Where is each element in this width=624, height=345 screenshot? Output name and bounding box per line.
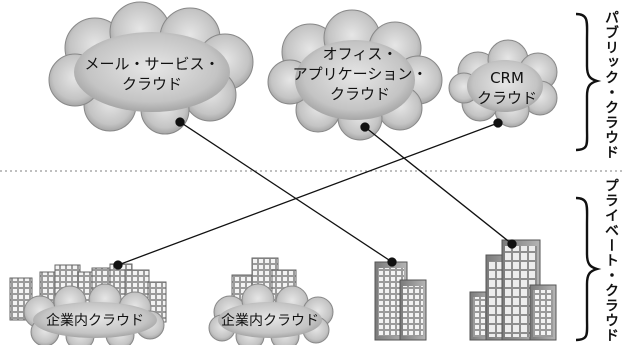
- private-cloud-side-label: プライベート・クラウド: [603, 178, 619, 343]
- crm-cloud-label-line2: クラウド: [476, 89, 537, 107]
- building-1: [374, 261, 427, 341]
- left-enterprise-cloud-shape: [23, 283, 165, 345]
- connection-lines: [113, 117, 517, 270]
- mail-cloud-label-line1: メール・サービス・: [84, 55, 220, 73]
- mail-cloud-shape: [48, 1, 254, 135]
- crm-cloud-shape: [448, 39, 558, 128]
- middle-enterprise-cloud-shape: [208, 283, 334, 345]
- crm-cloud-label: CRM クラウド: [462, 68, 552, 108]
- office-cloud-label-line1: オフィス・: [322, 45, 398, 63]
- middle-enterprise-cloud-label: 企業内クラウド: [221, 313, 319, 329]
- left-enterprise-cloud-label: 企業内クラウド: [46, 313, 144, 329]
- public-cloud-side-label: パブリック・クラウド: [603, 10, 619, 160]
- connection-mail-building1: [179, 121, 393, 263]
- mail-cloud-label-line2: クラウド: [121, 75, 182, 93]
- connection-office-building2: [364, 126, 513, 245]
- private-brace: [575, 196, 602, 342]
- office-cloud-label: オフィス・ アプリケーション・ クラウド: [290, 44, 430, 104]
- building-2: [469, 239, 557, 341]
- mail-cloud-label: メール・サービス・ クラウド: [82, 54, 222, 94]
- crm-cloud-label-line1: CRM: [490, 69, 524, 87]
- office-cloud-label-line3: クラウド: [329, 85, 390, 103]
- office-cloud-label-line2: アプリケーション・: [292, 65, 428, 83]
- office-cloud-shape: [267, 9, 443, 141]
- connection-crm-enterprise: [117, 122, 499, 266]
- public-brace: [575, 12, 602, 152]
